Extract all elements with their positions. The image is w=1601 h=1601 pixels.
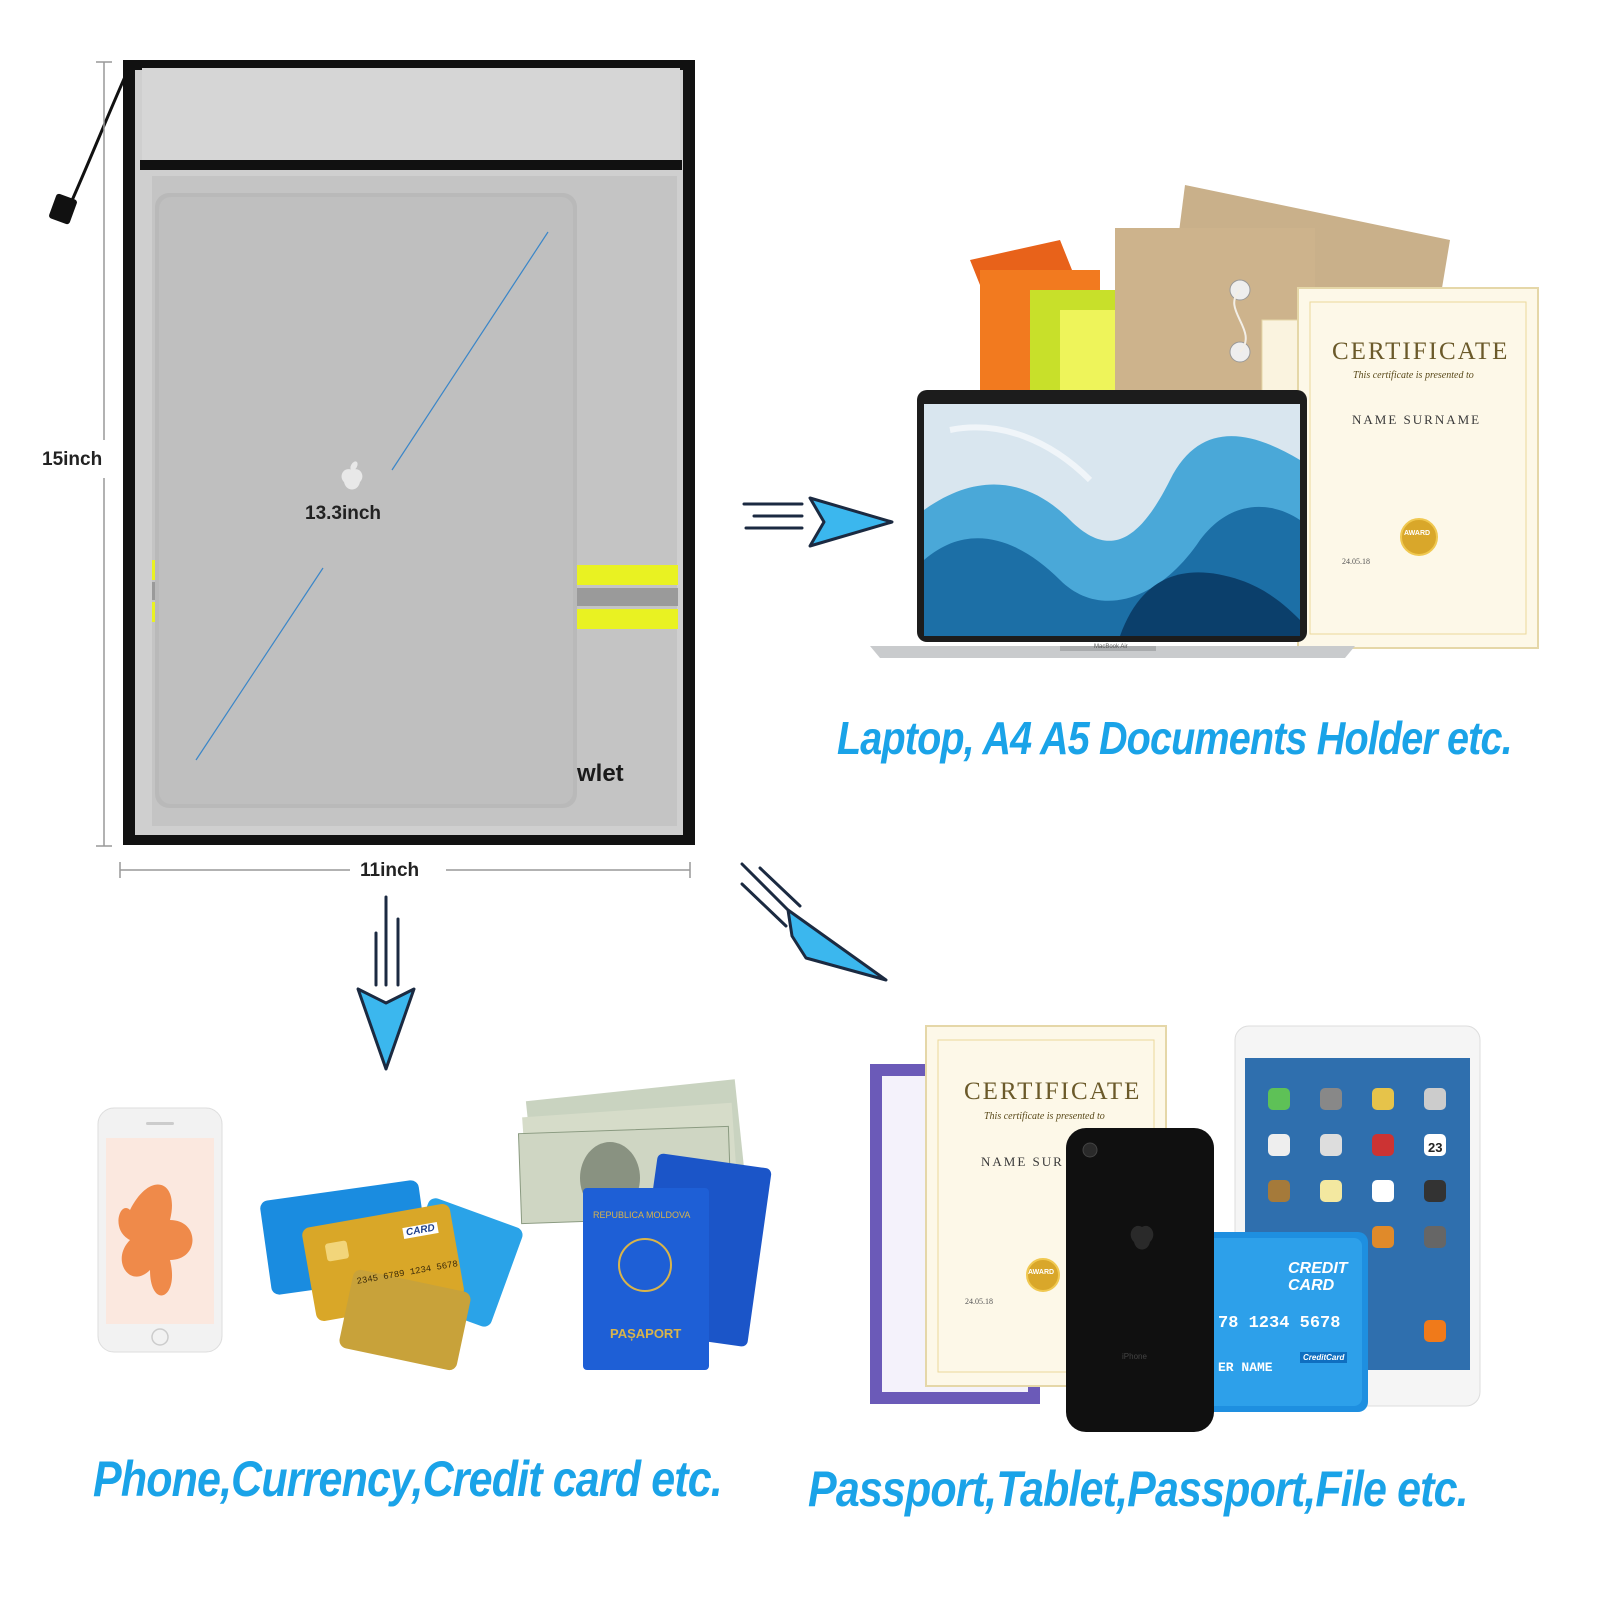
- passport-label: PAȘAPORT: [610, 1326, 682, 1341]
- betta-fish-wallpaper: [118, 1184, 193, 1296]
- credit-card-title: CREDIT CARD: [1288, 1260, 1348, 1294]
- iphone-model-text: iPhone: [1122, 1352, 1147, 1361]
- passport-front: [583, 1188, 709, 1370]
- credit-card-number: 78 1234 5678: [1218, 1314, 1341, 1333]
- width-dimension-line: [119, 862, 691, 878]
- macbook-base: [870, 646, 1355, 658]
- iphone-back: [1066, 1128, 1214, 1432]
- zipper-pull-icon: [49, 193, 77, 225]
- award-badge-icon-2: [1026, 1258, 1060, 1292]
- certificate-name: NAME SURNAME: [1352, 412, 1482, 427]
- panel-passport-tablet: CERTIFICATE This certificate is presente…: [868, 1020, 1488, 1440]
- certificate-date: 24.05.18: [1342, 557, 1370, 566]
- reflective-strip-right: [575, 565, 678, 629]
- credit-card-holder: ER NAME: [1218, 1360, 1273, 1375]
- award-badge-icon: [1400, 518, 1438, 556]
- laptop-size-label: 13.3inch: [305, 503, 382, 524]
- calendar-day: 23: [1428, 1140, 1443, 1155]
- certificate-date-2: 24.05.18: [965, 1297, 993, 1306]
- coat-of-arms-icon: [618, 1238, 672, 1292]
- bag-brand-text: wlet: [577, 760, 624, 787]
- laptop-model-text: MacBook Air: [1094, 644, 1128, 650]
- apple-logo-icon: [341, 461, 363, 490]
- height-dimension-line: [96, 61, 112, 847]
- caption-passport-tablet: Passport,Tablet,Passport,File etc.: [808, 1461, 1469, 1517]
- certificate-title-2: CERTIFICATE: [964, 1078, 1142, 1105]
- width-label: 11inch: [360, 860, 420, 881]
- app-icons-grid: [1268, 1088, 1446, 1342]
- panel-laptop-documents: CERTIFICATE This certificate is presente…: [860, 180, 1560, 680]
- certificate-title: CERTIFICATE: [1332, 338, 1510, 365]
- arrow-diagonal-icon: [740, 862, 888, 982]
- arrow-down-icon: [356, 895, 416, 1071]
- credit-card-brand: CreditCard: [1300, 1352, 1348, 1363]
- caption-laptop-documents: Laptop, A4 A5 Documents Holder etc.: [837, 712, 1513, 764]
- award-badge-text-2: AWARD: [1028, 1269, 1055, 1276]
- certificate-paper: [1297, 287, 1539, 649]
- caption-phone-currency: Phone,Currency,Credit card etc.: [93, 1451, 723, 1507]
- passport-issuer: REPUBLICA MOLDOVA: [593, 1210, 691, 1220]
- apple-logo-icon-2: [1130, 1225, 1154, 1250]
- arrow-right-icon: [742, 496, 894, 548]
- award-badge-text: AWARD: [1404, 530, 1431, 537]
- panel-phone-currency: CARD 2345 6789 1234 5678 REPUBLICA MOLDO…: [90, 1070, 790, 1380]
- height-label: 15inch: [42, 449, 103, 470]
- fire-bag-illustration: 15inch 11inch 13.3inch wlet: [0, 0, 720, 900]
- certificate-subtitle-2: This certificate is presented to: [984, 1111, 1105, 1122]
- certificate-subtitle: This certificate is presented to: [1353, 370, 1474, 381]
- certificate-name-2: NAME SUR: [981, 1154, 1064, 1169]
